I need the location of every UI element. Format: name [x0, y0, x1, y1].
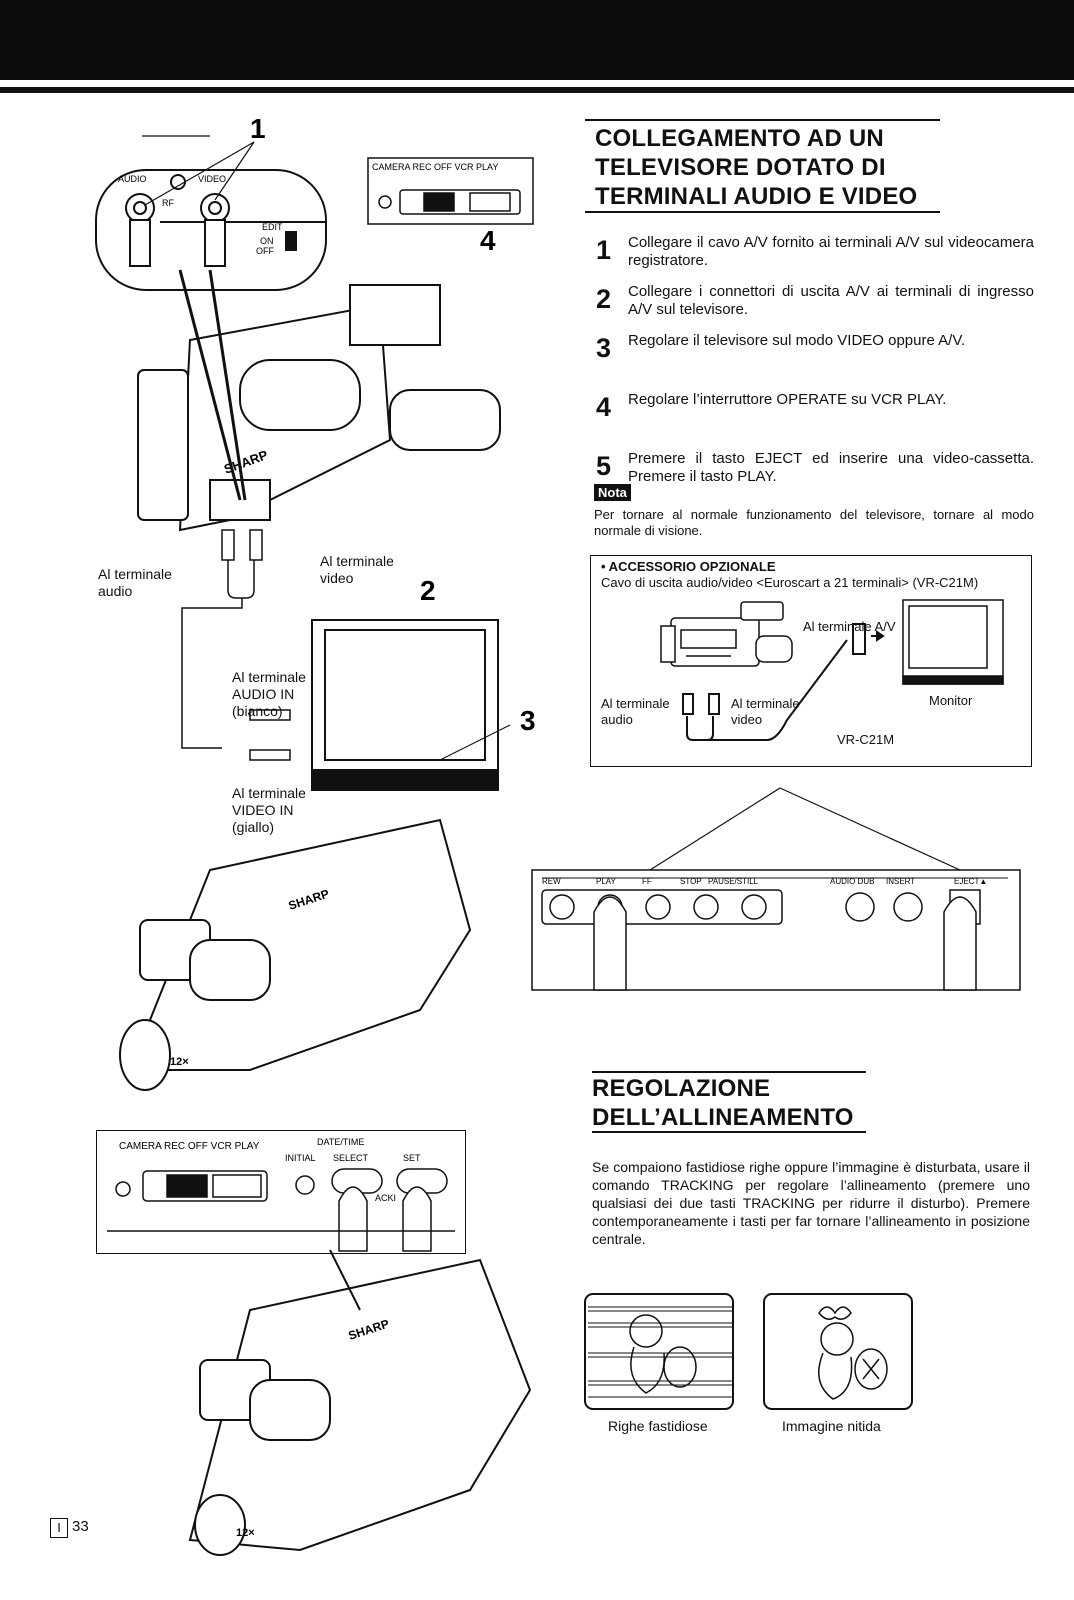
callout-2: 2: [420, 575, 436, 606]
step-text: Regolare il televisore sul modo VIDEO op…: [628, 332, 966, 349]
step-item: 3 Regolare il televisore sul modo VIDEO …: [596, 332, 1034, 362]
label-audio-in: Al terminale AUDIO IN (bianco): [232, 669, 306, 719]
step-item: 1 Collegare il cavo A/V fornito ai termi…: [596, 234, 1034, 270]
step-item: 2 Collegare i connettori di uscita A/V a…: [596, 283, 1034, 319]
step-item: 5 Premere il tasto EJECT ed inserire una…: [596, 450, 1034, 486]
note-label: Nota: [594, 484, 631, 501]
accessory-subtitle: Cavo di uscita audio/video <Euroscart a …: [601, 575, 979, 590]
header-rule: [0, 87, 1074, 93]
cartoon-dog-noisy-icon: [629, 1314, 697, 1394]
edit-on-label: ON: [260, 236, 274, 246]
section2-rule-top: [592, 1071, 866, 1073]
section1-title-line: COLLEGAMENTO AD UN: [595, 125, 884, 152]
language-box-icon: I: [50, 1518, 68, 1538]
step-number: 2: [596, 284, 612, 314]
panel-label-insert: INSERT: [886, 877, 915, 886]
panel-label-eject: EJECT▲: [954, 877, 987, 886]
zoom-label: 12×: [170, 1056, 189, 1068]
accessory-label-audio: Al terminale audio: [601, 696, 670, 727]
select-label: SELECT: [333, 1153, 369, 1163]
panel-label-ff: FF: [642, 877, 652, 886]
step-text: Collegare il cavo A/V fornito ai termina…: [628, 234, 1034, 269]
section2-body: Se compaiono fastidiose righe oppure l’i…: [592, 1159, 1030, 1247]
step-text: Premere il tasto EJECT ed inserire una v…: [628, 450, 1034, 485]
accessory-label-video: Al terminale video: [731, 696, 800, 727]
step-number: 1: [596, 235, 612, 265]
label-video-in: Al terminale VIDEO IN (giallo): [232, 785, 306, 835]
step-number: 3: [596, 333, 612, 363]
tracking-label: ACKI: [375, 1193, 396, 1203]
callout-4: 4: [480, 225, 496, 256]
section2-title-line: REGOLAZIONE: [592, 1075, 771, 1102]
tracking-switch-label: CAMERA REC OFF VCR PLAY: [119, 1141, 260, 1152]
operate-switch-box: [367, 157, 534, 225]
accessory-label-cable: VR-C21M: [837, 732, 895, 747]
section1-title-line: TERMINALI AUDIO E VIDEO: [595, 183, 918, 210]
camcorder-playback-icon: [119, 818, 472, 1091]
section1-title: COLLEGAMENTO AD UN TELEVISORE DOTATO DI …: [595, 124, 917, 211]
edit-off-label: OFF: [256, 246, 274, 256]
datetime-label: DATE/TIME: [317, 1137, 364, 1147]
accessory-label-av: Al terminale A/V: [803, 619, 896, 634]
title-rule-bottom: [585, 211, 940, 213]
header-bar: [0, 0, 1074, 80]
panel-label-audio-dub: AUDIO DUB: [830, 877, 874, 886]
step-number: 5: [596, 451, 612, 481]
accessory-illustration: [660, 599, 1004, 741]
section2-title: REGOLAZIONE DELL’ALLINEAMENTO: [592, 1074, 854, 1132]
label-video-terminal: Al terminale video: [320, 553, 394, 586]
cartoon-dog-clear-icon: [818, 1306, 888, 1400]
image-clear: [763, 1293, 913, 1410]
image-noisy: [584, 1293, 734, 1410]
tracking-panel-box: CAMERA REC OFF VCR PLAY DATE/TIME INITIA…: [96, 1130, 466, 1254]
accessory-title: • ACCESSORIO OPZIONALE: [601, 559, 776, 574]
set-label: SET: [403, 1153, 421, 1163]
step-item: 4 Regolare l’interruttore OPERATE su VCR…: [596, 391, 1034, 421]
operate-switch-label: CAMERA REC OFF VCR PLAY: [372, 162, 498, 172]
step-text: Collegare i connettori di uscita A/V ai …: [628, 283, 1034, 318]
accessory-box: • ACCESSORIO OPZIONALE Cavo di uscita au…: [590, 555, 1032, 767]
note-text: Per tornare al normale funzionamento del…: [594, 507, 1034, 538]
zoom-label-2: 12×: [236, 1527, 255, 1539]
step-number: 4: [596, 392, 612, 422]
section2-rule-bottom: [592, 1131, 866, 1133]
title-rule-top: [585, 119, 940, 121]
control-panel-diagram: REW PLAY FF STOP PAUSE/STILL AUDIO DUB I…: [531, 787, 1021, 991]
caption-bad: Righe fastidiose: [608, 1418, 708, 1434]
jack-audio-label: AUDIO: [118, 174, 147, 184]
monitor-icon: [902, 599, 1004, 685]
cable-icon: [682, 623, 885, 741]
finger-icons: [593, 896, 977, 991]
panel-label-stop: STOP: [680, 877, 702, 886]
connection-diagram: AUDIO VIDEO RF EDIT ON OFF 1 CAMERA REC …: [95, 113, 536, 1091]
step-text: Regolare l’interruttore OPERATE su VCR P…: [628, 391, 947, 408]
page-number: 33: [72, 1518, 89, 1535]
section1-title-line: TELEVISORE DOTATO DI: [595, 154, 886, 181]
av-plugs: [181, 529, 291, 761]
steps-list: 1 Collegare il cavo A/V fornito ai termi…: [596, 234, 1034, 486]
callout-1: 1: [250, 113, 266, 144]
label-audio-terminal: Al terminale audio: [98, 566, 172, 599]
caption-good: Immagine nitida: [782, 1418, 881, 1434]
tv-icon: [311, 619, 499, 791]
jack-video-label: VIDEO: [198, 174, 226, 184]
jack-rf-label: RF: [162, 198, 174, 208]
note-badge: Nota: [594, 484, 631, 502]
edit-label: EDIT: [262, 222, 283, 232]
panel-label-play: PLAY: [596, 877, 617, 886]
section2-title-line: DELL’ALLINEAMENTO: [592, 1104, 854, 1131]
camcorder-tracking-icon: SHARP 12×: [188, 1249, 532, 1556]
camcorder-small-icon: [660, 601, 793, 667]
initial-label: INITIAL: [285, 1153, 316, 1163]
panel-label-rew: REW: [542, 877, 561, 886]
callout-3: 3: [520, 705, 536, 736]
panel-label-pause: PAUSE/STILL: [708, 877, 759, 886]
accessory-label-monitor: Monitor: [929, 693, 973, 708]
